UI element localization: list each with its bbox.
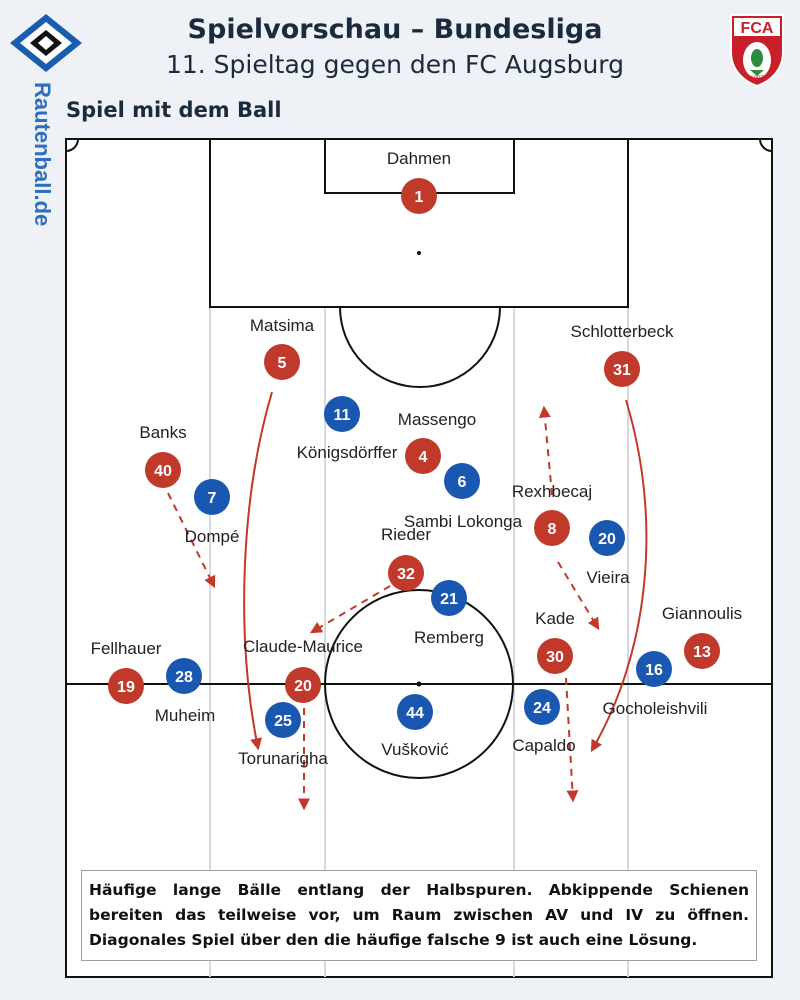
player-name-rieder: Rieder <box>381 525 431 544</box>
player-number-rieder: 32 <box>397 566 415 583</box>
player-number-k-nigsd-rffer: 4 <box>419 449 428 466</box>
player-marker-kade <box>537 638 573 674</box>
player-name-fellhauer: Fellhauer <box>91 639 162 658</box>
fca-text: FCA <box>741 20 774 37</box>
brand-text: Rautenball.de <box>30 82 55 226</box>
player-marker-nr-6 <box>444 463 480 499</box>
player-number-sambi-lokonga: 8 <box>548 521 557 538</box>
player-number-nr-11: 11 <box>334 407 351 424</box>
player-marker-nr-44 <box>397 694 433 730</box>
arrow-banks <box>167 492 216 589</box>
player-number-nr-7: 7 <box>208 490 217 507</box>
arrow-schlotterbeck <box>590 399 648 753</box>
player-name-schlotterbeck: Schlotterbeck <box>571 322 674 341</box>
player-marker-nr-28 <box>166 658 202 694</box>
movement-arrows <box>167 391 648 811</box>
section-heading: Spiel mit dem Ball <box>66 98 282 122</box>
player-marker-dahmen <box>401 178 437 214</box>
corner-arc-left <box>65 138 79 152</box>
page-subtitle: 11. Spieltag gegen den FC Augsburg <box>165 50 625 79</box>
player-marker-rieder <box>388 555 424 591</box>
player-name-muheim: Muheim <box>155 706 215 725</box>
player-name-sambi-lokonga: Sambi Lokonga <box>404 512 523 531</box>
player-marker-nr-7 <box>194 479 230 515</box>
fca-year: 1907 <box>750 76 764 82</box>
player-name-dahmen: Dahmen <box>387 149 451 168</box>
player-number-schlotterbeck: 31 <box>613 362 631 379</box>
player-marker-nr-21 <box>431 580 467 616</box>
player-number-matsima: 5 <box>278 355 287 372</box>
player-number-fellhauer: 19 <box>117 679 135 696</box>
player-number-nr-21: 21 <box>440 591 458 608</box>
player-marker-banks <box>145 452 181 488</box>
player-marker-giannoulis <box>684 633 720 669</box>
player-number-nr-16: 16 <box>645 662 663 679</box>
player-marker-claude-maurice <box>285 667 321 703</box>
player-marker-nr-11 <box>324 396 360 432</box>
player-marker-nr-20 <box>589 520 625 556</box>
player-name-rexhbecaj: Rexhbecaj <box>512 482 592 501</box>
arrow-rieder <box>309 585 391 634</box>
tactical-note: Häufige lange Bälle entlang der Halbspur… <box>81 870 757 961</box>
player-name-domp-: Dompé <box>185 527 240 546</box>
player-name-matsima: Matsima <box>250 316 315 335</box>
player-number-nr-6: 6 <box>458 474 467 491</box>
player-name-kade: Kade <box>535 609 575 628</box>
player-number-nr-20: 20 <box>598 531 616 548</box>
player-name-giannoulis: Giannoulis <box>662 604 742 623</box>
player-name-claude-maurice: Claude-Maurice <box>243 637 363 656</box>
player-number-claude-maurice: 20 <box>294 678 312 695</box>
player-name-vu-kovi-: Vušković <box>381 740 449 759</box>
player-name-gocholeishvili: Gocholeishvili <box>603 699 708 718</box>
player-marker-sambi-lokonga <box>534 510 570 546</box>
player-name-banks: Banks <box>139 423 186 442</box>
player-name-capaldo: Capaldo <box>512 736 575 755</box>
hsv-diamond-logo-icon <box>8 12 84 78</box>
corner-arc-right <box>759 138 773 152</box>
player-name-massengo: Massengo <box>398 410 476 429</box>
player-number-giannoulis: 13 <box>693 644 711 661</box>
page-title: Spielvorschau – Bundesliga <box>187 14 603 45</box>
player-marker-nr-25 <box>265 702 301 738</box>
penalty-arc <box>339 306 501 388</box>
brand-watermark: Rautenball.de <box>27 80 57 250</box>
centre-circle <box>324 589 514 779</box>
player-number-nr-44: 44 <box>406 705 424 722</box>
arrow-matsima <box>243 391 273 751</box>
player-number-banks: 40 <box>154 463 172 480</box>
player-name-k-nigsd-rffer: Königsdörffer <box>297 443 398 462</box>
player-marker-fellhauer <box>108 668 144 704</box>
penalty-spot <box>417 251 421 255</box>
player-number-nr-28: 28 <box>175 669 193 686</box>
arrow-sambi-up <box>538 405 553 496</box>
player-number-nr-24: 24 <box>533 700 551 717</box>
player-number-dahmen: 1 <box>415 189 424 206</box>
player-marker-schlotterbeck <box>604 351 640 387</box>
centre-spot <box>416 681 422 687</box>
player-marker-nr-16 <box>636 651 672 687</box>
player-marker-matsima <box>264 344 300 380</box>
player-marker-k-nigsd-rffer <box>405 438 441 474</box>
fca-crest-icon: FCA 1907 <box>728 12 786 92</box>
player-number-kade: 30 <box>546 649 564 666</box>
player-number-nr-25: 25 <box>274 713 292 730</box>
player-name-torunarigha: Torunarigha <box>238 749 328 768</box>
player-name-remberg: Remberg <box>414 628 484 647</box>
player-name-vieira: Vieira <box>586 568 630 587</box>
player-marker-nr-24 <box>524 689 560 725</box>
